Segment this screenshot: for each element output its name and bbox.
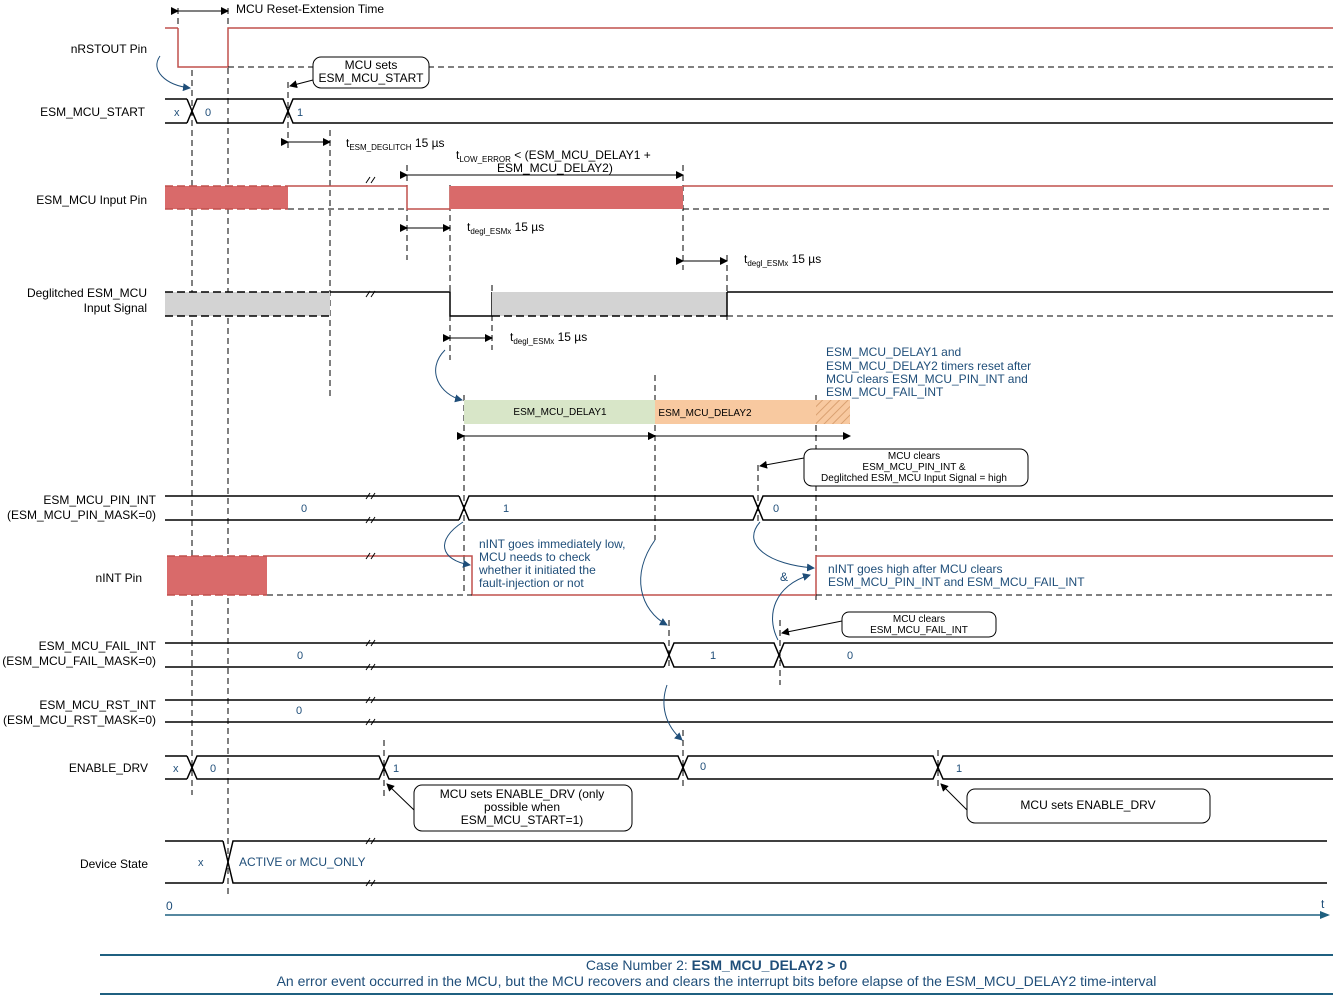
pin-int-val-0b: 0: [773, 503, 779, 515]
nint-low-2: MCU needs to check: [479, 550, 591, 564]
label-deglitched-1: Deglitched ESM_MCU: [27, 286, 147, 300]
nint-high-1: nINT goes high after MCU clears: [828, 562, 1003, 576]
amp-label: &: [780, 570, 788, 584]
label-enable-drv: ENABLE_DRV: [69, 761, 148, 775]
mcu-sets-start-box: [312, 56, 430, 89]
nint-low-4: fault-injection or not: [479, 576, 584, 590]
t-degl-2: tdegl_ESMx 15 µs: [744, 252, 821, 268]
timers-reset-2: ESM_MCU_DELAY2 timers reset after: [826, 359, 1031, 373]
mcu-clears-pin-2: ESM_MCU_PIN_INT &: [862, 462, 966, 473]
label-nrstout: nRSTOUT Pin: [71, 42, 147, 56]
enable-val-x: x: [173, 763, 179, 775]
label-rst-int-2: (ESM_MCU_RST_MASK=0): [3, 713, 156, 727]
nint-waveform: [167, 555, 1333, 596]
fail-int-val-1: 1: [710, 650, 716, 662]
start-val-1: 1: [297, 107, 303, 119]
delay2-hatch: [816, 400, 850, 424]
mcu-clears-pin-3: Deglitched ESM_MCU Input Signal = high: [821, 473, 1007, 484]
rst-int-waveform: [165, 699, 1333, 723]
mcu-clears-fail-1: MCU clears: [893, 614, 945, 625]
nint-low-3: whether it initiated the: [478, 563, 596, 577]
enable-note-2: possible when: [484, 800, 560, 814]
label-esm-mcu-input: ESM_MCU Input Pin: [36, 193, 147, 207]
label-esm-mcu-start: ESM_MCU_START: [40, 105, 146, 119]
fail-int-val-0b: 0: [847, 650, 853, 662]
caption-rule-bottom: [100, 993, 1333, 995]
enable-val-1b: 1: [956, 763, 962, 775]
caption-prefix: Case Number 2:: [585, 957, 692, 973]
axis-zero: 0: [166, 899, 173, 913]
timing-diagram: nRSTOUT Pin MCU Reset-Extension Time ESM…: [2, 2, 1333, 919]
start-val-0: 0: [205, 107, 211, 119]
pin-int-waveform: [165, 495, 1333, 521]
enable-drv-note-b-box: [966, 788, 1211, 824]
mcu-sets-start-2: ESM_MCU_START: [319, 71, 425, 85]
mcu-sets-start-1: MCU sets: [345, 58, 398, 72]
mcu-clears-fail-2: ESM_MCU_FAIL_INT: [870, 625, 968, 636]
nint-high-2: ESM_MCU_PIN_INT and ESM_MCU_FAIL_INT: [828, 575, 1085, 589]
start-val-x: x: [174, 107, 180, 119]
label-nint: nINT Pin: [96, 571, 142, 585]
caption-title: Case Number 2: ESM_MCU_DELAY2 > 0: [100, 957, 1333, 973]
caption-rule-top: [100, 954, 1333, 956]
break-marks: [365, 176, 376, 887]
deglitched-waveform: [165, 291, 1333, 317]
enable-note-3: ESM_MCU_START=1): [461, 813, 584, 827]
enable-val-0a: 0: [210, 763, 216, 775]
time-markers: [177, 8, 939, 895]
t-degl-1: tdegl_ESMx 15 µs: [467, 220, 544, 236]
caption-bold: ESM_MCU_DELAY2 > 0: [691, 957, 848, 973]
enable-drv-note-box: [413, 784, 633, 832]
rst-int-val-0: 0: [296, 705, 302, 717]
label-deglitched-2: Input Signal: [84, 301, 147, 315]
label-rst-int-1: ESM_MCU_RST_INT: [39, 698, 156, 712]
device-state-waveform: [165, 840, 1327, 884]
reset-ext-label: MCU Reset-Extension Time: [236, 2, 384, 16]
nint-low-1: nINT goes immediately low,: [479, 537, 626, 551]
pin-int-val-1: 1: [503, 503, 509, 515]
mcu-clears-pin-1: MCU clears: [888, 451, 940, 462]
esm-mcu-input-waveform: [165, 185, 1333, 210]
t-low-error: tLOW_ERROR < (ESM_MCU_DELAY1 +: [456, 148, 651, 164]
delay2-bar: [655, 400, 816, 424]
caption-description: An error event occurred in the MCU, but …: [276, 973, 1157, 989]
esm-mcu-start-waveform: [165, 98, 1333, 124]
t-esm-deglitch: tESM_DEGLITCH 15 µs: [346, 136, 445, 152]
mcu-clears-pin-box: [803, 448, 1029, 487]
mcu-clears-fail-box: [841, 611, 997, 638]
label-pin-int-2: (ESM_MCU_PIN_MASK=0): [7, 508, 156, 522]
enable-note-b: MCU sets ENABLE_DRV: [1020, 798, 1155, 812]
label-device-state: Device State: [80, 857, 148, 871]
t-degl-3: tdegl_ESMx 15 µs: [510, 330, 587, 346]
delay2-label: ESM_MCU_DELAY2: [658, 408, 752, 419]
device-val-active: ACTIVE or MCU_ONLY: [239, 855, 365, 869]
label-fail-int-1: ESM_MCU_FAIL_INT: [39, 639, 157, 653]
enable-val-0b: 0: [700, 761, 706, 773]
enable-drv-waveform: [165, 755, 1333, 780]
axis-t: t: [1321, 897, 1325, 911]
t-low-error-2: ESM_MCU_DELAY2): [497, 161, 613, 175]
device-val-x: x: [198, 857, 204, 869]
delay1-bar: [464, 400, 655, 424]
enable-val-1a: 1: [393, 763, 399, 775]
timers-reset-1: ESM_MCU_DELAY1 and: [826, 345, 961, 359]
enable-note-1: MCU sets ENABLE_DRV (only: [440, 787, 605, 801]
label-pin-int-1: ESM_MCU_PIN_INT: [43, 493, 156, 507]
delay1-label: ESM_MCU_DELAY1: [513, 407, 607, 418]
fail-int-waveform: [165, 642, 1333, 668]
fail-int-val-0a: 0: [297, 650, 303, 662]
timers-reset-3: MCU clears ESM_MCU_PIN_INT and: [826, 372, 1028, 386]
label-fail-int-2: (ESM_MCU_FAIL_MASK=0): [2, 654, 156, 668]
timers-reset-4: ESM_MCU_FAIL_INT: [826, 385, 944, 399]
pin-int-val-0a: 0: [301, 503, 307, 515]
